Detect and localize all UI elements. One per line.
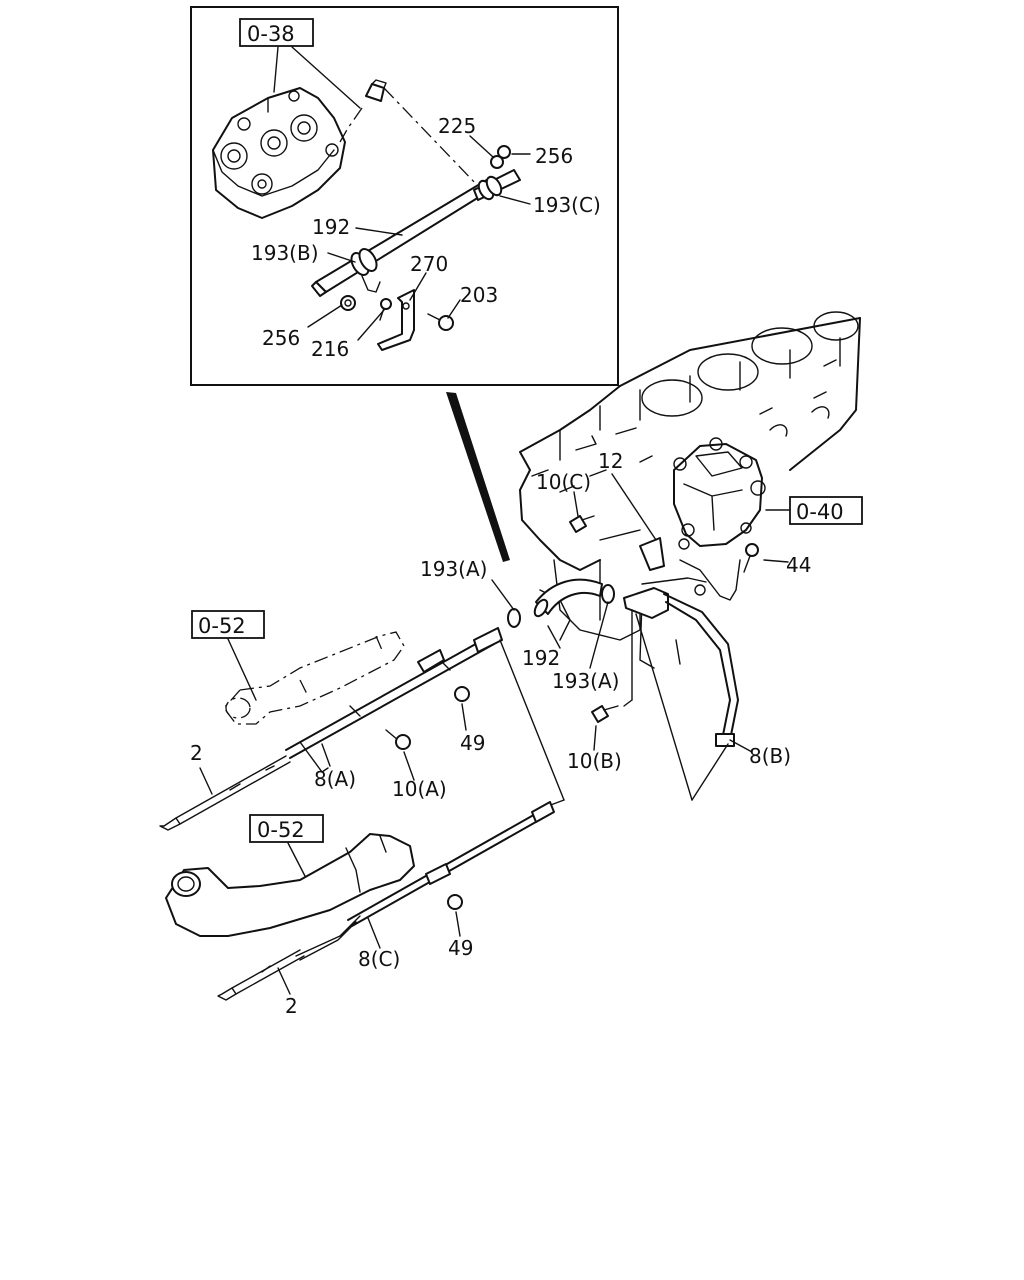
dipstick-gauge-2-lower bbox=[217, 949, 305, 1001]
label-44: 44 bbox=[786, 553, 811, 577]
label-192-main: 192 bbox=[522, 646, 560, 670]
clamp-193a-left bbox=[507, 608, 521, 628]
cylinder-block bbox=[519, 311, 861, 669]
label-216: 216 bbox=[311, 337, 349, 361]
clamp-193b-inset bbox=[350, 248, 381, 293]
dipstick-gauge-2-upper bbox=[159, 755, 291, 831]
bolt-44 bbox=[743, 543, 759, 573]
label-8a: 8(A) bbox=[314, 767, 356, 791]
inset-pointer bbox=[446, 392, 510, 562]
bolt-10b bbox=[591, 705, 619, 723]
nut-49-upper bbox=[454, 686, 470, 702]
label-193a-top: 193(A) bbox=[420, 557, 487, 581]
label-256-top: 256 bbox=[535, 144, 573, 168]
ref-box-0-40 bbox=[789, 496, 863, 525]
ref-box-0-52-lower bbox=[249, 814, 324, 843]
label-270: 270 bbox=[410, 252, 448, 276]
label-10b: 10(B) bbox=[567, 749, 622, 773]
label-256-bottom: 256 bbox=[262, 326, 300, 350]
dipstick-guide-lower bbox=[165, 833, 415, 937]
bolt-216 bbox=[379, 298, 392, 321]
label-8c: 8(C) bbox=[358, 947, 400, 971]
label-192-inset: 192 bbox=[312, 215, 350, 239]
ref-box-0-52-upper bbox=[191, 610, 265, 639]
bolt-10a bbox=[385, 729, 411, 750]
label-10a: 10(A) bbox=[392, 777, 447, 801]
nut-256-top bbox=[497, 145, 511, 159]
bracket-270 bbox=[377, 289, 415, 351]
label-225: 225 bbox=[438, 114, 476, 138]
clamp-193a-right bbox=[601, 584, 615, 604]
hose-192 bbox=[533, 578, 603, 618]
nut-49-lower bbox=[447, 894, 463, 910]
label-2-lower: 2 bbox=[285, 994, 298, 1018]
label-193a-bottom: 193(A) bbox=[552, 669, 619, 693]
ref-label-0-38: 0-38 bbox=[247, 22, 295, 46]
adapter-fitting-inset bbox=[339, 79, 387, 143]
label-49-lower: 49 bbox=[448, 936, 473, 960]
oil-cooler-housing bbox=[673, 437, 766, 547]
ref-label-0-40: 0-40 bbox=[796, 500, 844, 524]
clamp-193c-inset bbox=[477, 175, 503, 201]
label-193c: 193(C) bbox=[533, 193, 601, 217]
bolt-10c bbox=[569, 515, 595, 533]
ref-label-0-52-lower: 0-52 bbox=[257, 818, 305, 842]
washer-225 bbox=[490, 155, 504, 169]
nut-256-bottom bbox=[340, 295, 356, 311]
bolt-203 bbox=[427, 313, 454, 331]
label-10c: 10(C) bbox=[536, 470, 591, 494]
label-193b: 193(B) bbox=[251, 241, 319, 265]
bracket-12 bbox=[639, 537, 690, 571]
detail-inset-frame bbox=[190, 6, 619, 386]
ref-box-0-38 bbox=[239, 18, 314, 47]
label-203: 203 bbox=[460, 283, 498, 307]
dipstick-tube-8a bbox=[285, 627, 503, 773]
label-2-upper: 2 bbox=[190, 741, 203, 765]
label-12: 12 bbox=[598, 449, 623, 473]
dipstick-tube-8c bbox=[295, 801, 555, 961]
label-8b: 8(B) bbox=[749, 744, 791, 768]
dipstick-guide-upper bbox=[223, 631, 405, 725]
pipe-8b bbox=[623, 577, 739, 747]
label-49-upper: 49 bbox=[460, 731, 485, 755]
ref-label-0-52-upper: 0-52 bbox=[198, 614, 246, 638]
oil-filter-housing-inset bbox=[212, 87, 346, 219]
